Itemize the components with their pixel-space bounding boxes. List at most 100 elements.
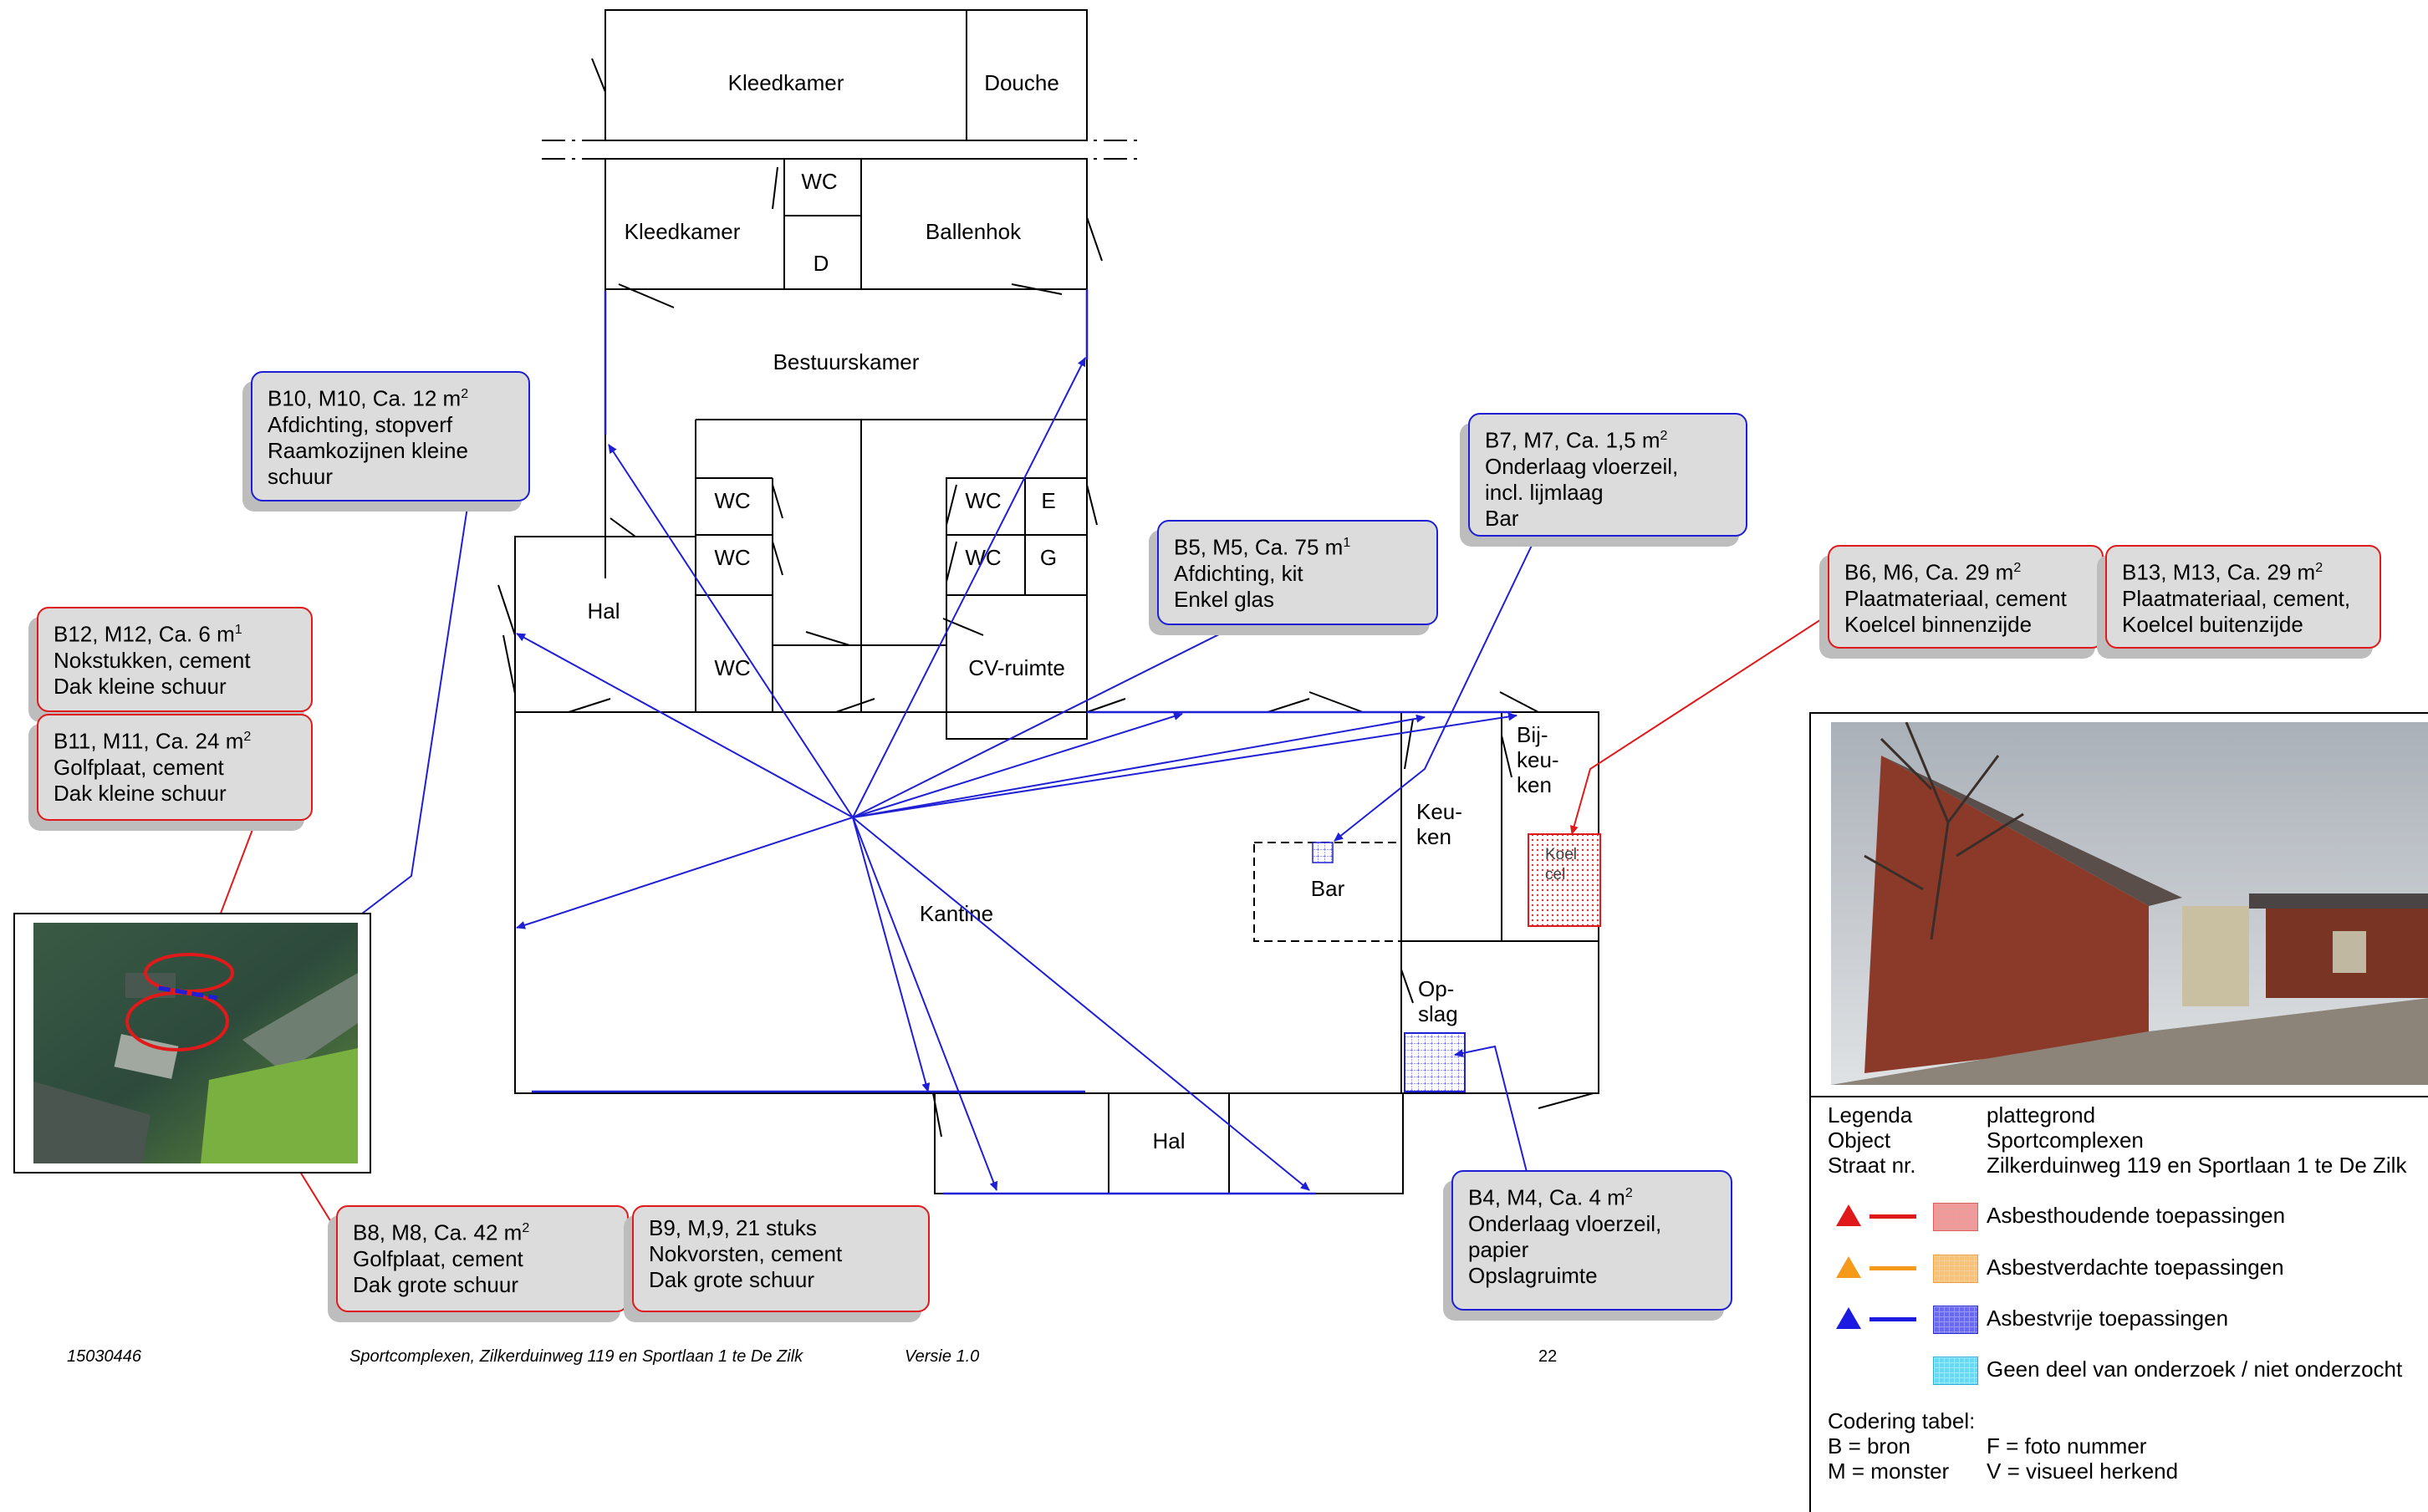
legend-code-v: V = visueel herkend [1987,1459,2179,1484]
callout-b7-line2: Onderlaag vloerzeil, [1485,453,1679,479]
callout-b11-line2: Golfplaat, cement [54,754,224,780]
callout-b13-line1: B13, M13, Ca. 29 m2 [2122,559,2323,585]
footer-title: Sportcomplexen, Zilkerduinweg 119 en Spo… [349,1347,803,1366]
b4-leader [1454,1045,1528,1173]
room-cv-ruimte: CV-ruimte [968,655,1065,680]
orange-triangle-icon [1836,1256,1861,1278]
callout-b11: B11, M11, Ca. 24 m2 Golfplaat, cement Da… [37,714,313,821]
legend-legenda-key: Legenda [1828,1102,1913,1128]
legend-straat-value: Zilkerduinweg 119 en Sportlaan 1 te De Z… [1987,1153,2407,1178]
legend-code-f: F = foto nummer [1987,1433,2147,1459]
callout-b5-line2: Afdichting, kit [1174,560,1303,586]
callout-b8-line3: Dak grote schuur [353,1271,518,1297]
callout-b6-line2: Plaatmateriaal, cement [1844,585,2067,611]
cyan-hatch-swatch [1933,1357,1978,1385]
room-labels: Kleedkamer Douche WC Kleedkamer D Ballen… [587,70,1577,1153]
room-bijkeuken-1: Bij- [1517,722,1548,747]
callout-b4-line1: B4, M4, Ca. 4 m2 [1468,1184,1633,1210]
callout-b11-line1: B11, M11, Ca. 24 m2 [54,728,252,754]
legend-code-b: B = bron [1828,1433,1911,1459]
opslag-sample-area [1404,1032,1466,1092]
callout-b10-line4: schuur [268,463,334,489]
callout-b7-line1: B7, M7, Ca. 1,5 m2 [1485,427,1668,453]
blue-hatch-swatch [1933,1306,1978,1334]
room-keuken-1: Keu- [1416,799,1462,824]
callout-b13: B13, M13, Ca. 29 m2 Plaatmateriaal, ceme… [2105,545,2381,649]
callout-b7-line4: Bar [1485,505,1519,531]
legend-item-niet-onderzocht: Geen deel van onderzoek / niet onderzoch… [1987,1357,2403,1382]
callout-b8-line1: B8, M8, Ca. 42 m2 [353,1219,530,1245]
callout-b4-line4: Opslagruimte [1468,1262,1598,1288]
aerial-photo [33,923,358,1163]
callout-b4-line3: papier [1468,1236,1529,1262]
callout-b9-line1: B9, M,9, 21 stuks [649,1215,817,1240]
building-photo [1831,722,2428,1085]
room-wc-4: WC [714,655,750,680]
red-hatch-swatch [1933,1203,1978,1231]
room-bijkeuken-2: keu- [1517,747,1559,772]
callout-b12-line2: Nokstukken, cement [54,647,251,673]
legend: Legenda plattegrond Object Sportcomplexe… [1809,1094,2428,1512]
callout-b9-line2: Nokvorsten, cement [649,1241,843,1266]
room-wc-2: WC [714,488,750,513]
footer-version: Versie 1.0 [905,1347,980,1366]
orange-hatch-swatch [1933,1255,1978,1283]
blue-triangle-icon [1836,1307,1861,1329]
callout-b10-line2: Afdichting, stopverf [268,411,453,437]
legend-codering-title: Codering tabel: [1828,1408,1976,1433]
room-douche: Douche [984,70,1059,95]
room-ballenhok: Ballenhok [926,219,1022,244]
legend-object-value: Sportcomplexen [1987,1128,2144,1153]
room-opslag-2: slag [1418,1001,1458,1026]
legend-item-asbestverdacht: Asbestverdachte toepassingen [1987,1255,2284,1280]
b6-leader [1569,614,1829,835]
callout-b4-line2: Onderlaag vloerzeil, [1468,1210,1662,1236]
room-wc-3: WC [714,545,750,570]
callout-b7-line3: incl. lijmlaag [1485,479,1604,505]
room-opslag-1: Op- [1418,976,1454,1001]
legend-item-asbestvrij: Asbestvrije toepassingen [1987,1306,2229,1331]
blue-wall-lines [532,289,1512,1195]
room-wc-1: WC [801,169,837,194]
red-triangle-icon [1836,1204,1861,1226]
callout-b5-line1: B5, M5, Ca. 75 m1 [1174,534,1351,560]
room-bestuurskamer: Bestuurskamer [773,349,920,374]
callout-b12: B12, M12, Ca. 6 m1 Nokstukken, cement Da… [37,607,313,712]
room-koelcel-1: Koel [1545,846,1577,863]
room-wc-6: WC [965,545,1001,570]
legend-legenda-value: plattegrond [1987,1102,2096,1128]
room-keuken-2: ken [1416,824,1451,849]
callout-b9: B9, M,9, 21 stuks Nokvorsten, cement Dak… [632,1205,930,1312]
legend-object-key: Object [1828,1128,1891,1153]
callout-b6: B6, M6, Ca. 29 m2 Plaatmateriaal, cement… [1828,545,2104,649]
callout-b11-line3: Dak kleine schuur [54,780,227,806]
footer-number: 15030446 [67,1347,141,1366]
room-bar: Bar [1311,876,1345,901]
callout-b12-line3: Dak kleine schuur [54,673,227,699]
red-line-icon [1869,1214,1916,1219]
legend-code-m: M = monster [1828,1459,1950,1484]
b7-leader [1334,534,1538,842]
callout-b6-line3: Koelcel binnenzijde [1844,611,2033,637]
room-kleedkamer-top: Kleedkamer [728,70,844,95]
building-photo-frame [1809,712,2428,1097]
orange-line-icon [1869,1266,1916,1270]
callout-b10-line3: Raamkozijnen kleine [268,437,468,463]
room-hal-2: Hal [1152,1128,1185,1153]
room-e: E [1041,488,1055,513]
callout-b12-line1: B12, M12, Ca. 6 m1 [54,621,242,647]
callout-b5: B5, M5, Ca. 75 m1 Afdichting, kit Enkel … [1157,520,1438,625]
walls [497,9,1599,1194]
room-g: G [1040,545,1057,570]
callout-b10: B10, M10, Ca. 12 m2 Afdichting, stopverf… [251,371,530,501]
callout-b13-line2: Plaatmateriaal, cement, [2122,585,2351,611]
callout-b4: B4, M4, Ca. 4 m2 Onderlaag vloerzeil, pa… [1451,1170,1732,1311]
legend-item-asbesthoudend: Asbesthoudende toepassingen [1987,1203,2286,1228]
callout-b10-line1: B10, M10, Ca. 12 m2 [268,385,469,411]
bar-sample-marker [1312,842,1334,863]
footer-page-number: 22 [1538,1347,1558,1366]
legend-straat-key: Straat nr. [1828,1153,1916,1178]
blue-line-icon [1869,1317,1916,1321]
